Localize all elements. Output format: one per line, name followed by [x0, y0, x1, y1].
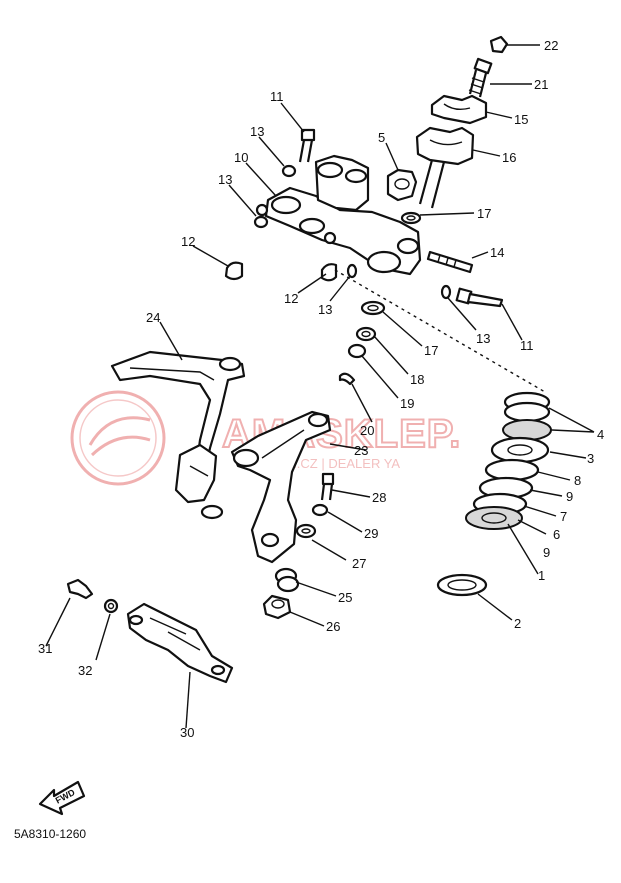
- callout-13-a: 13: [250, 124, 264, 139]
- washer-13-b: [253, 215, 269, 229]
- bolt-14: [426, 250, 474, 274]
- bolt-11-lower: [455, 287, 504, 308]
- lower-handlebar-holder-16: [415, 126, 475, 209]
- leader-lines: [45, 44, 595, 729]
- bolt-31: [66, 578, 94, 600]
- callout-13-d: 13: [476, 331, 490, 346]
- washer-13-c: [346, 263, 358, 279]
- callout-2: 2: [514, 616, 521, 631]
- callout-13-b: 13: [218, 172, 232, 187]
- callout-3: 3: [587, 451, 594, 466]
- callout-12-b: 12: [284, 291, 298, 306]
- bearing-stack: [465, 391, 552, 530]
- pin-20: [338, 372, 356, 386]
- washer-17-a: [400, 211, 422, 225]
- forward-arrow-icon: FWD: [38, 780, 86, 816]
- callout-18: 18: [410, 372, 424, 387]
- seal-2: [436, 573, 488, 597]
- callout-8: 8: [574, 473, 581, 488]
- callout-22: 22: [544, 38, 558, 53]
- upper-handlebar-holder-15: [430, 94, 488, 125]
- nut-19: [347, 343, 367, 359]
- callout-10: 10: [234, 150, 248, 165]
- footrest-bracket-23: [230, 410, 332, 564]
- bolt-22: [489, 35, 509, 54]
- callout-15: 15: [514, 112, 528, 127]
- callout-27: 27: [352, 556, 366, 571]
- callout-14: 14: [490, 245, 504, 260]
- watermark-subtext: CH.CZ | DEALER YA: [278, 456, 400, 471]
- callout-30: 30: [180, 725, 194, 740]
- callout-24: 24: [146, 310, 160, 325]
- footrest-bracket-24: [110, 350, 246, 520]
- washer-17-b: [360, 300, 386, 316]
- callout-6: 6: [553, 527, 560, 542]
- washer-29: [311, 503, 329, 517]
- bolt-21: [468, 57, 493, 98]
- callout-21: 21: [534, 77, 548, 92]
- callout-9-b: 9: [543, 545, 550, 560]
- callout-31: 31: [38, 641, 52, 656]
- washer-13-d: [440, 284, 452, 300]
- callout-9-a: 9: [566, 489, 573, 504]
- callout-23: 23: [354, 443, 368, 458]
- callout-16: 16: [502, 150, 516, 165]
- callout-32: 32: [78, 663, 92, 678]
- callout-26: 26: [326, 619, 340, 634]
- steering-column-boss: [314, 154, 370, 212]
- callout-13-c: 13: [318, 302, 332, 317]
- cap-12-b: [320, 263, 338, 282]
- callout-29: 29: [364, 526, 378, 541]
- cap-12-a: [224, 261, 244, 281]
- callout-labels: 22 21 15 16 11 13 5 10 13 17 12 14 12 13…: [38, 38, 604, 740]
- nut-32: [103, 598, 119, 614]
- washer-27: [295, 523, 317, 539]
- nut-5: [386, 168, 418, 202]
- callout-1: 1: [538, 568, 545, 583]
- callout-12-a: 12: [181, 234, 195, 249]
- callout-11-upper: 11: [270, 89, 284, 104]
- callout-25: 25: [338, 590, 352, 605]
- collar-25: [274, 567, 300, 593]
- washer-13-a: [281, 164, 297, 178]
- callout-17-b: 17: [424, 343, 438, 358]
- bracket-30: [126, 602, 234, 684]
- bolt-11-upper: [298, 128, 316, 163]
- callout-28: 28: [372, 490, 386, 505]
- washer-18: [355, 326, 377, 342]
- collar-26: [262, 594, 292, 620]
- callout-17-a: 17: [477, 206, 491, 221]
- callout-7: 7: [560, 509, 567, 524]
- upper-bracket: [255, 186, 422, 276]
- callout-19: 19: [400, 396, 414, 411]
- drawing-code: 5A8310-1260: [14, 827, 86, 841]
- callout-4: 4: [597, 427, 604, 442]
- callout-11-lower: 11: [520, 338, 534, 353]
- callout-20: 20: [360, 423, 374, 438]
- callout-5: 5: [378, 130, 385, 145]
- bolt-28: [320, 472, 335, 501]
